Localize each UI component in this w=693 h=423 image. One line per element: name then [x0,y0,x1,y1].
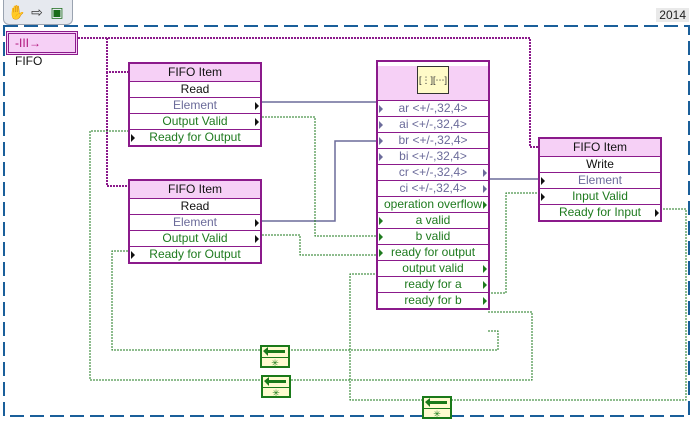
initializer-icon: ✳ [433,409,441,419]
output-terminal-icon[interactable] [255,118,259,126]
diagram-toolbar: ✋ ⇨ ▣ [3,0,73,25]
highlight-execution-icon[interactable]: ▣ [50,4,64,20]
feedback-arrow-icon [264,377,286,386]
ci-output[interactable]: ci <+/-,32,4> [378,181,488,197]
element-output[interactable]: Element [130,98,260,114]
input-terminal-icon[interactable] [541,177,545,185]
input-terminal-icon[interactable] [379,153,383,161]
bi-input[interactable]: bi <+/-,32,4> [378,149,488,165]
loop-label: 2014 [656,8,689,22]
initializer-icon: ✳ [272,388,280,398]
feedback-node-3[interactable]: ✳ [422,396,452,419]
b-valid-input[interactable]: b valid [378,229,488,245]
output-terminal-icon[interactable] [483,281,487,289]
node-header: FIFO Item [540,139,660,157]
input-terminal-icon[interactable] [379,249,383,257]
node-header: FIFO Item [130,181,260,199]
input-terminal-icon[interactable] [379,217,383,225]
node-header: [⋮][⋯] [378,66,488,101]
arrow-right-icon[interactable]: ⇨ [31,4,43,20]
node-title: FIFO Item [573,140,627,154]
operation-overflow-output[interactable]: operation overflow [378,197,488,213]
ready-for-output-input[interactable]: ready for output [378,245,488,261]
input-terminal-icon[interactable] [541,193,545,201]
feedback-arrow-icon [263,347,285,356]
element-output[interactable]: Element [130,215,260,231]
timed-loop-border [3,25,690,417]
feedback-node-1[interactable]: ✳ [260,345,290,368]
ready-for-input-output[interactable]: Ready for Input [540,205,660,220]
a-valid-input[interactable]: a valid [378,213,488,229]
node-header: FIFO Item [130,64,260,82]
input-terminal-icon[interactable] [131,134,135,142]
input-terminal-icon[interactable] [379,137,383,145]
feedback-node-2[interactable]: ✳ [261,375,291,398]
fifo-label: FIFO [15,54,43,68]
fifo-refnum-wires [78,37,538,187]
input-valid-input[interactable]: Input Valid [540,189,660,205]
ready-for-output-input[interactable]: Ready for Output [130,130,260,145]
element-input[interactable]: Element [540,173,660,189]
initializer-icon: ✳ [271,358,279,368]
output-terminal-icon[interactable] [483,169,487,177]
fifo-write-node[interactable]: FIFO Item Write Element Input Valid Read… [538,137,662,222]
node-title: FIFO Item [168,65,222,79]
br-input[interactable]: br <+/-,32,4> [378,133,488,149]
output-terminal-icon[interactable] [255,102,259,110]
method-label: Write [540,157,660,173]
output-valid-output[interactable]: Output Valid [130,231,260,247]
fifo-constant[interactable]: -III→ FIFO [6,31,78,68]
ready-for-output-input[interactable]: Ready for Output [130,247,260,262]
complex-multiply-ip-node[interactable]: [⋮][⋯] ar <+/-,32,4> ai <+/-,32,4> br <+… [376,60,490,310]
output-terminal-icon[interactable] [483,297,487,305]
ai-input[interactable]: ai <+/-,32,4> [378,117,488,133]
ar-input[interactable]: ar <+/-,32,4> [378,101,488,117]
input-terminal-icon[interactable] [131,251,135,259]
output-terminal-icon[interactable] [483,265,487,273]
output-terminal-icon[interactable] [255,219,259,227]
hand-icon[interactable]: ✋ [8,4,26,20]
output-valid-output[interactable]: Output Valid [130,114,260,130]
method-label: Read [130,199,260,215]
output-terminal-icon[interactable] [483,201,487,209]
output-terminal-icon[interactable] [655,209,659,217]
ip-block-icon: [⋮][⋯] [417,66,449,94]
fifo-read-node-2[interactable]: FIFO Item Read Element Output Valid Read… [128,179,262,264]
feedback-arrow-icon [425,398,447,407]
output-terminal-icon[interactable] [483,185,487,193]
cr-output[interactable]: cr <+/-,32,4> [378,165,488,181]
node-title: FIFO Item [168,182,222,196]
input-terminal-icon[interactable] [379,121,383,129]
fifo-read-node-1[interactable]: FIFO Item Read Element Output Valid Read… [128,62,262,147]
fifo-icon: -III→ [15,36,41,50]
input-terminal-icon[interactable] [379,105,383,113]
input-terminal-icon[interactable] [379,233,383,241]
ready-for-b-output[interactable]: ready for b [378,293,488,308]
method-label: Read [130,82,260,98]
fxp-wires [262,101,538,222]
output-terminal-icon[interactable] [255,235,259,243]
boolean-wires [89,116,687,401]
ready-for-a-output[interactable]: ready for a [378,277,488,293]
output-valid-output[interactable]: output valid [378,261,488,277]
